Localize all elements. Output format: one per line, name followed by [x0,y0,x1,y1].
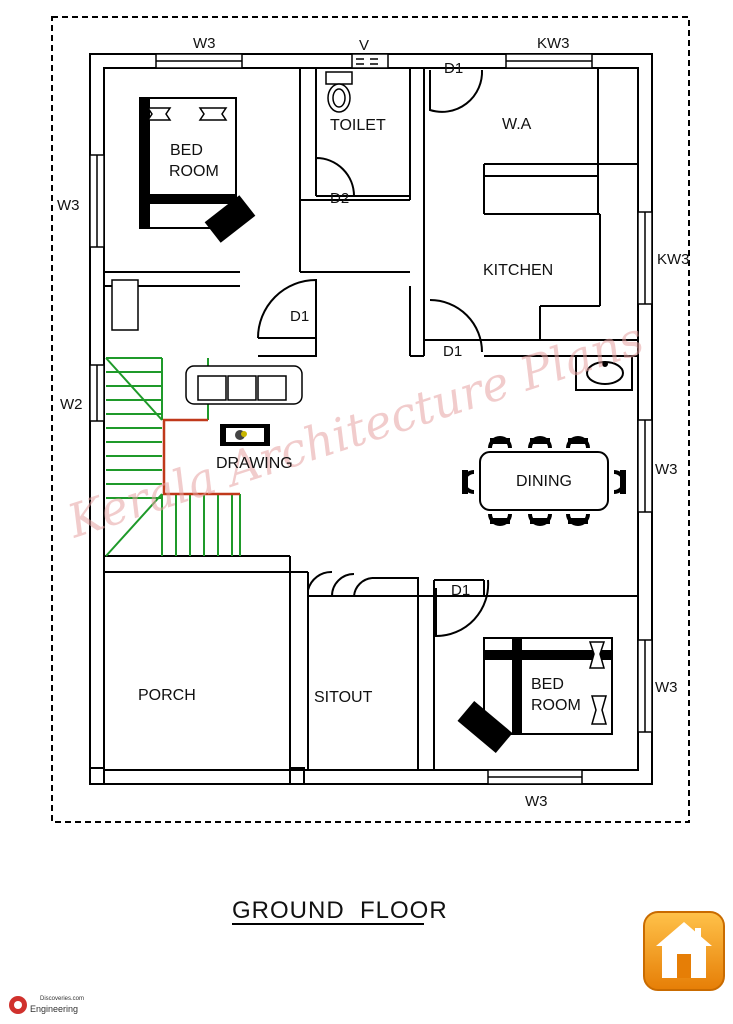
opening-labels: W3 V KW3 D1 W3 D2 KW3 D1 D1 W2 W3 D1 W3 … [57,35,690,810]
w3-left-label: W3 [57,197,80,214]
windows [89,53,653,785]
kitchen-label: KITCHEN [483,262,553,279]
drawing-label: DRAWING [216,455,293,472]
door-swings [257,69,490,638]
bed-room-1-label-line1: BED [170,142,203,159]
interior-walls [89,67,638,785]
bed-room-2-label-line1: BED [531,676,564,693]
dining-label: DINING [516,473,572,490]
footer-brand: Engineering [30,1004,78,1014]
w3-dining-label: W3 [655,461,678,478]
plan-title: GROUND FLOOR [232,897,448,924]
engineering-discoveries-logo: Discoveries.com Engineering [9,996,84,1014]
d1-kitchen-label: D1 [443,343,462,360]
toilet-label: TOILET [330,117,386,134]
kw3-top-label: KW3 [537,35,570,52]
porch-label: PORCH [138,687,196,704]
bed-room-2-label-line2: ROOM [531,697,581,714]
ventilator-dashes [356,58,378,65]
bed-room-1-label-line2: ROOM [169,163,219,180]
w3-top-label: W3 [193,35,216,52]
sofa [185,365,303,405]
plot-boundary [51,16,690,823]
watermark: Kerala Architecture Plans [60,311,650,549]
home-icon[interactable] [643,911,725,991]
room-labels: BED ROOM TOILET W.A KITCHEN DRAWING DINI… [138,116,581,714]
w2-left-label: W2 [60,396,83,413]
d2-toilet-label: D2 [330,190,349,207]
kw3-right-label: KW3 [657,251,690,268]
footer-brand-small: Discoveries.com [40,996,84,1002]
w3-bottom-label: W3 [525,793,548,810]
toilet-fixture [325,71,353,113]
v-top-label: V [359,37,369,54]
coffee-table [220,424,270,446]
stair-landing [162,418,240,496]
dining-table [462,436,626,526]
bed-1 [111,97,256,331]
d1-wa-label: D1 [444,60,463,77]
bed-2 [457,637,613,754]
d1-bed2-label: D1 [451,582,470,599]
wa-label: W.A [502,116,532,133]
d1-bed-label: D1 [290,308,309,325]
w3-bed2-label: W3 [655,679,678,696]
sitout-label: SITOUT [314,689,373,706]
